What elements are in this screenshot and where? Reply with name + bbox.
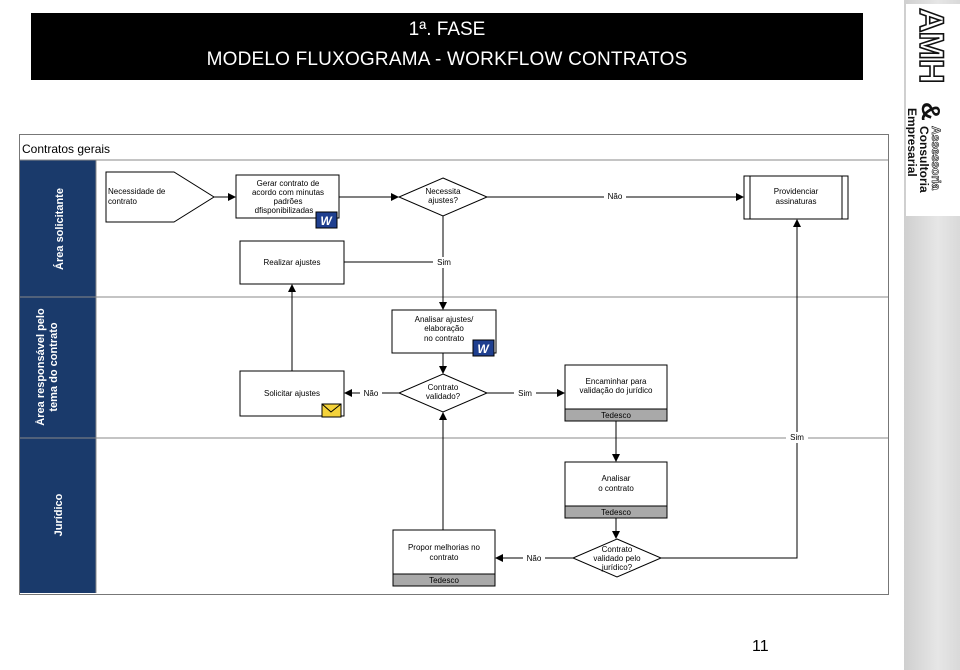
providenciar-line-1: Providenciar xyxy=(774,187,819,196)
title-bar: 1ª. FASE MODELO FLUXOGRAMA - WORKFLOW CO… xyxy=(31,13,863,80)
diagram-title: Contratos gerais xyxy=(22,142,110,156)
page-number: 11 xyxy=(752,638,769,655)
lane-label-solicitante: Área solicitante xyxy=(53,188,66,270)
validado-juridico-line-3: jurídico? xyxy=(601,563,633,572)
word-doc-icon-letter: W xyxy=(320,214,333,228)
logo-line-assessoria: Assessoria xyxy=(929,126,943,190)
realizar-label: Realizar ajustes xyxy=(264,258,321,267)
lane-label-responsavel: Área responsável pelo tema do contrato xyxy=(35,308,60,426)
validado-juridico-diamond xyxy=(571,538,663,578)
analisar-line-2: elaboração xyxy=(424,324,464,333)
gerar-line-1: Gerar contrato de xyxy=(257,179,320,188)
edge-label-sim-2: Sim xyxy=(518,389,532,398)
logo-svg: AMH & Assessoria Consultoria Empresarial xyxy=(905,7,951,193)
flowchart: Contratos gerais Área solicitante Área r… xyxy=(19,134,889,595)
edge-label-sim-3: Sim xyxy=(790,433,804,442)
edge-label-sim-1: Sim xyxy=(437,258,451,267)
analisar-line-1: Analisar ajustes/ xyxy=(415,315,474,324)
label-bg-nao-1 xyxy=(604,191,626,202)
gerar-line-3: padrões xyxy=(274,197,303,206)
email-envelope-flap xyxy=(321,403,342,413)
logo-line-empresarial: Empresarial xyxy=(906,108,919,177)
logo-ampersand: & xyxy=(916,102,946,121)
title-line-2: MODELO FLUXOGRAMA - WORKFLOW CONTRATOS xyxy=(206,49,688,70)
label-bg-sim-1 xyxy=(433,257,455,268)
realizar-box xyxy=(239,240,345,285)
gerar-line-2: acordo com minutas xyxy=(252,188,324,197)
validado-juridico-line-1: Contrato xyxy=(602,545,633,554)
propor-line-2: contrato xyxy=(430,553,459,562)
company-logo: AMH & Assessoria Consultoria Empresarial xyxy=(905,4,960,216)
encaminhar-line-2: validação do jurídico xyxy=(580,386,653,395)
logo-mark: AMH xyxy=(912,8,950,82)
propor-system-tag: Tedesco xyxy=(429,576,459,585)
label-bg-nao-3 xyxy=(523,552,545,563)
edge-label-nao-1: Não xyxy=(608,192,623,201)
start-shape xyxy=(105,171,215,223)
analisar-line-3: no contrato xyxy=(424,334,465,343)
encaminhar-line-1: Encaminhar para xyxy=(586,377,647,386)
logo-line-consultoria: Consultoria xyxy=(917,126,931,193)
necessita-line-2: ajustes? xyxy=(428,196,458,205)
lane-column xyxy=(20,160,96,593)
validado-juridico-line-2: validado pelo xyxy=(593,554,641,563)
propor-line-1: Propor melhorias no xyxy=(408,543,481,552)
propor-system-bar xyxy=(392,573,496,587)
analisar-juridico-line-2: o contrato xyxy=(598,484,634,493)
providenciar-box xyxy=(743,175,849,220)
edge-label-nao-2: Não xyxy=(364,389,379,398)
word-doc-icon-2-letter: W xyxy=(477,342,490,356)
analisar-juridico-system-tag: Tedesco xyxy=(601,508,631,517)
lane-label-responsavel-wrap: Área responsável pelo tema do contrato xyxy=(35,308,60,426)
solicitar-label: Solicitar ajustes xyxy=(264,389,320,398)
edge-juridico-sim xyxy=(661,219,801,559)
validado-line-1: Contrato xyxy=(428,383,459,392)
label-bg-nao-2 xyxy=(360,387,382,398)
validado-line-2: validado? xyxy=(426,392,461,401)
providenciar-line-2: assinaturas xyxy=(776,197,817,206)
analisar-juridico-line-1: Analisar xyxy=(602,474,631,483)
word-doc-icon xyxy=(315,211,338,229)
edge-label-nao-3: Não xyxy=(527,554,542,563)
word-doc-icon-2 xyxy=(472,339,495,357)
title-line-1: 1ª. FASE xyxy=(408,19,486,40)
lane-label-juridico: Jurídico xyxy=(53,493,65,536)
encaminhar-system-tag: Tedesco xyxy=(601,411,631,420)
gerar-line-4: dfisponibilizadas xyxy=(255,206,314,215)
label-bg-sim-3 xyxy=(786,432,808,443)
label-bg-sim-2 xyxy=(514,387,536,398)
necessita-line-1: Necessita xyxy=(425,187,461,196)
